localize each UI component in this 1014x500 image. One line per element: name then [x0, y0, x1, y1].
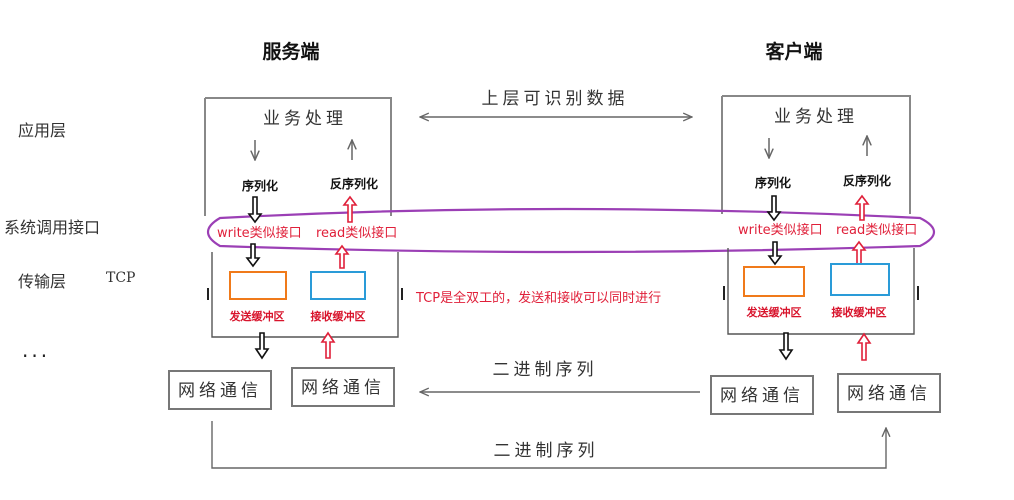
server-syscall-to-send-arrow-icon: [245, 243, 261, 268]
server-recv-buffer-box: [310, 271, 366, 300]
client-send-buffer-label: 发送缓冲区: [746, 305, 802, 319]
client-read-up-arrow-icon: [854, 194, 870, 221]
client-recv-to-syscall-arrow-icon: [851, 240, 867, 265]
server-write-down-arrow-icon: [247, 196, 263, 224]
client-write-down-arrow-icon: [766, 195, 782, 222]
layer-transport-label: 传输层: [18, 272, 66, 291]
server-send-buffer-label: 发送缓冲区: [229, 309, 285, 323]
server-write-iface-label: write类似接口: [217, 225, 302, 241]
client-net-left-label: 网络通信: [720, 386, 804, 406]
client-send-buffer-box: [743, 266, 805, 297]
layer-transport-proto-label: TCP: [106, 270, 135, 286]
server-transport-box: [207, 252, 403, 338]
layer-app-label: 应用层: [18, 121, 66, 140]
client-recv-buffer-label: 接收缓冲区: [832, 305, 887, 319]
server-deserialize-label: 反序列化: [330, 176, 378, 191]
server-send-buffer-box: [229, 271, 287, 300]
layer-syscall-label: 系统调用接口: [4, 218, 100, 237]
client-title: 客户端: [765, 40, 822, 63]
server-title: 服务端: [262, 40, 319, 63]
server-recv-buffer-label: 接收缓冲区: [311, 309, 366, 323]
client-write-iface-label: write类似接口: [738, 222, 823, 238]
client-send-to-net-arrow-icon: [778, 332, 794, 361]
client-recv-buffer-box: [830, 263, 890, 296]
client-syscall-to-send-arrow-icon: [767, 241, 783, 266]
server-net-right-box: [291, 367, 395, 407]
server-business-label: 业务处理: [263, 109, 347, 129]
client-deserialize-label: 反序列化: [843, 173, 891, 188]
client-transport-box: [723, 248, 919, 335]
server-app-box: [204, 97, 392, 216]
client-net-left-box: [710, 375, 814, 415]
client-serialize-label: 序列化: [755, 175, 791, 190]
client-app-box: [721, 95, 911, 214]
server-net-right-label: 网络通信: [301, 378, 385, 398]
server-send-to-net-arrow-icon: [254, 332, 270, 360]
client-business-label: 业务处理: [774, 107, 858, 127]
client-read-iface-label: read类似接口: [836, 222, 917, 238]
server-net-left-box: [168, 370, 272, 410]
server-read-iface-label: read类似接口: [316, 225, 397, 241]
binary-bottom-label: 二进制序列: [494, 441, 599, 461]
server-serialize-label: 序列化: [242, 178, 278, 193]
client-net-to-recv-arrow-icon: [856, 332, 872, 361]
client-net-right-box: [837, 373, 941, 413]
server-read-up-arrow-icon: [342, 195, 358, 223]
binary-mid-label: 二进制序列: [493, 360, 598, 380]
syscall-interface-band: [206, 207, 936, 254]
layer-more-ellipsis: ...: [22, 338, 50, 362]
server-recv-to-syscall-arrow-icon: [334, 244, 350, 269]
client-net-right-label: 网络通信: [847, 384, 931, 404]
upper-data-label: 上层可识别数据: [482, 89, 629, 109]
server-net-left-label: 网络通信: [178, 381, 262, 401]
server-net-to-recv-arrow-icon: [320, 331, 336, 359]
duplex-note: TCP是全双工的，发送和接收可以同时进行: [415, 290, 661, 306]
binary-bottom-arrow-icon: [211, 421, 886, 469]
